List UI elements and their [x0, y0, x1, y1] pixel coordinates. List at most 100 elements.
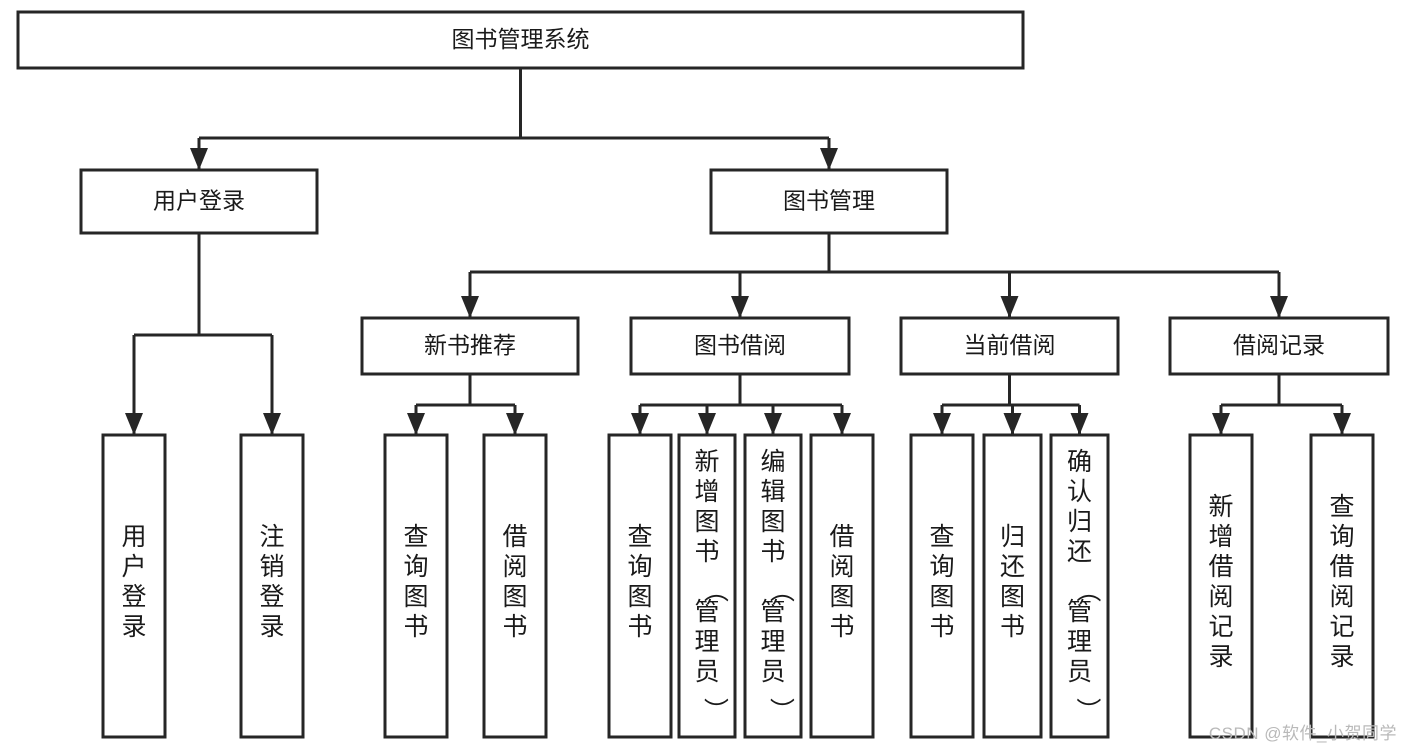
node-label-leaf-add-record-char-2: 借 — [1208, 553, 1233, 581]
node-box-leaf-query-book-3 — [909, 433, 975, 739]
node-box-book-borrow — [629, 316, 851, 376]
node-label-leaf-query-book-1-char-0: 查 — [403, 523, 428, 551]
node-label-current-borrow: 当前借阅 — [964, 332, 1056, 358]
connector-group-user-login — [125, 233, 281, 435]
node-box-borrow-record — [1168, 316, 1390, 376]
arrow-head-icon — [263, 413, 281, 435]
node-label-leaf-borrow-book-1-char-3: 书 — [502, 613, 527, 641]
node-label-leaf-query-book-3-char-0: 查 — [929, 523, 954, 551]
arrow-head-icon — [1212, 413, 1230, 435]
node-box-leaf-logout — [239, 433, 305, 739]
node-label-leaf-edit-book-char-3: 书 — [760, 538, 785, 566]
node-label-leaf-borrow-book-2-char-0: 借 — [829, 523, 854, 551]
node-user-login[interactable]: 用户登录 — [79, 168, 319, 235]
watermark-label: CSDN @软件_小贺同学 — [1208, 724, 1397, 743]
node-label-leaf-return-book-char-2: 图 — [1000, 583, 1025, 611]
node-label-leaf-edit-book-char-4: （ — [767, 577, 795, 602]
node-label-leaf-add-book-char-3: 书 — [694, 538, 719, 566]
node-label-leaf-query-record-char-3: 阅 — [1329, 583, 1354, 611]
node-label-leaf-confirm-return-char-0: 确 — [1067, 448, 1092, 476]
connector-group-book-manage — [461, 233, 1288, 318]
arrow-head-icon — [190, 148, 208, 170]
node-box-leaf-add-book — [677, 433, 737, 739]
node-label-leaf-query-book-2-char-0: 查 — [627, 523, 652, 551]
node-label-leaf-confirm-return-char-6: 理 — [1067, 628, 1092, 656]
node-book-borrow[interactable]: 图书借阅 — [629, 316, 851, 376]
node-label-leaf-add-book-char-8: ） — [701, 697, 729, 722]
node-label-leaf-logout-char-3: 录 — [259, 613, 284, 641]
node-box-current-borrow — [899, 316, 1120, 376]
node-label-leaf-edit-book-char-0: 编 — [760, 448, 785, 476]
node-label-leaf-borrow-book-1-char-1: 阅 — [502, 553, 527, 581]
node-book-manage[interactable]: 图书管理 — [709, 168, 949, 235]
connector-group-borrow-record — [1212, 374, 1351, 435]
arrow-head-icon — [933, 413, 951, 435]
node-label-leaf-user-login-char-3: 录 — [121, 613, 146, 641]
node-current-borrow[interactable]: 当前借阅 — [899, 316, 1120, 376]
node-label-leaf-confirm-return-char-5: 管 — [1067, 598, 1092, 626]
node-label-leaf-query-book-3-char-1: 询 — [929, 553, 954, 581]
node-label-book-manage: 图书管理 — [783, 188, 875, 214]
node-box-new-book-rec — [360, 316, 580, 376]
node-label-leaf-user-login-char-2: 登 — [121, 583, 146, 611]
arrow-head-icon — [631, 413, 649, 435]
arrow-head-icon — [1003, 413, 1022, 435]
node-label-leaf-query-record-char-0: 查 — [1329, 493, 1354, 521]
node-borrow-record[interactable]: 借阅记录 — [1168, 316, 1390, 376]
node-label-root: 图书管理系统 — [452, 26, 590, 52]
arrow-head-icon — [764, 413, 782, 435]
node-label-leaf-user-login-char-1: 户 — [121, 553, 146, 581]
node-box-leaf-query-book-1 — [383, 433, 449, 739]
node-label-leaf-confirm-return-char-7: 员 — [1067, 658, 1092, 686]
node-label-leaf-confirm-return-char-2: 归 — [1067, 508, 1092, 536]
node-label-leaf-add-book-char-1: 增 — [694, 478, 719, 506]
node-box-leaf-return-book — [982, 433, 1043, 739]
node-new-book-rec[interactable]: 新书推荐 — [360, 316, 580, 376]
node-label-leaf-query-record-char-4: 记 — [1329, 613, 1354, 641]
connector-group-current-borrow — [933, 374, 1089, 435]
node-label-leaf-query-book-3-char-2: 图 — [929, 583, 954, 611]
node-box-leaf-query-book-2 — [607, 433, 673, 739]
node-label-leaf-logout-char-1: 销 — [259, 553, 284, 581]
node-box-user-login — [79, 168, 319, 235]
node-label-leaf-return-book-char-0: 归 — [1000, 523, 1025, 551]
arrow-head-icon — [1070, 413, 1089, 435]
node-box-book-manage — [709, 168, 949, 235]
node-label-leaf-query-record-char-5: 录 — [1329, 643, 1354, 671]
node-root[interactable]: 图书管理系统 — [16, 10, 1025, 70]
node-label-leaf-query-book-2-char-1: 询 — [627, 553, 652, 581]
node-leaf-user-login[interactable]: 用户登录 — [101, 433, 167, 739]
node-label-leaf-return-book-char-3: 书 — [1000, 613, 1025, 641]
arrow-head-icon — [1270, 296, 1288, 318]
node-label-leaf-logout-char-2: 登 — [259, 583, 284, 611]
node-label-leaf-query-record-char-1: 询 — [1329, 523, 1354, 551]
node-label-leaf-add-book-char-0: 新 — [694, 448, 719, 476]
node-label-leaf-add-record-char-3: 阅 — [1208, 583, 1233, 611]
node-label-leaf-confirm-return-char-1: 认 — [1067, 478, 1092, 506]
node-label-leaf-return-book-char-1: 还 — [1000, 553, 1025, 581]
node-label-leaf-edit-book-char-2: 图 — [760, 508, 785, 536]
node-label-book-borrow: 图书借阅 — [694, 332, 786, 358]
node-label-leaf-add-book-char-5: 管 — [694, 598, 719, 626]
arrow-head-icon — [820, 148, 838, 170]
arrow-head-icon — [1000, 296, 1019, 318]
node-label-leaf-add-record-char-0: 新 — [1208, 493, 1233, 521]
node-label-new-book-rec: 新书推荐 — [424, 332, 516, 358]
connector-group-book-borrow — [631, 374, 851, 435]
node-label-leaf-query-book-1-char-2: 图 — [403, 583, 428, 611]
node-label-leaf-edit-book-char-7: 员 — [760, 658, 785, 686]
